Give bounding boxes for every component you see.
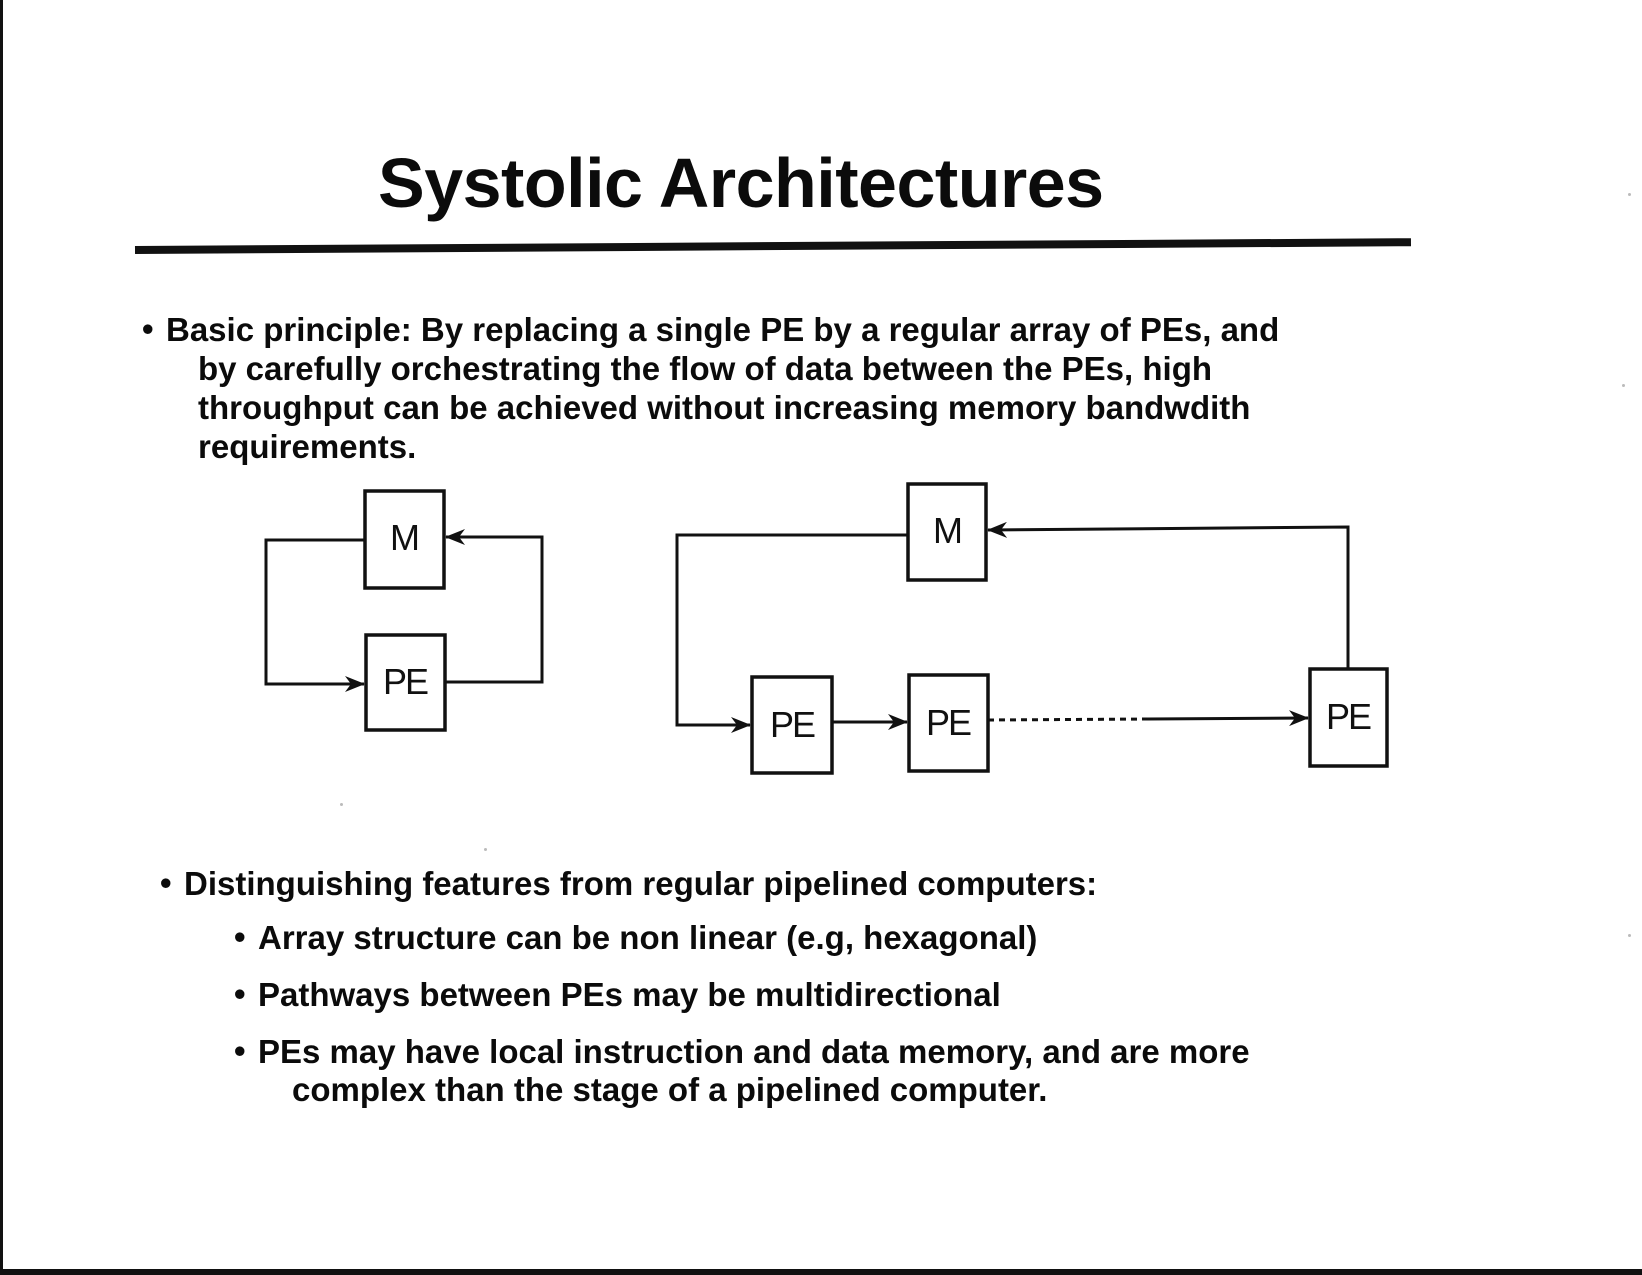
bullet-dot: •: [234, 1032, 246, 1069]
scan-speck: [1622, 384, 1625, 387]
pe-box-array-2: [907, 673, 990, 773]
slide-title: Systolic Architectures: [378, 144, 1104, 222]
basic-principle-line-4: requirements.: [198, 428, 417, 465]
scan-speck: [1628, 193, 1631, 196]
pe-chain-solid-arrow: [1147, 710, 1309, 727]
pe-chain-dashed-segment: [987, 717, 1149, 722]
memory-box-right: [906, 482, 988, 582]
memory-to-first-pe-connector: [675, 533, 908, 733]
feature-item-3-continuation: complex than the stage of a pipelined co…: [292, 1071, 1048, 1108]
pe-array-diagram: M PE PE PE: [675, 482, 1389, 775]
features-heading: Distinguishing features from regular pip…: [184, 865, 1098, 902]
memory-box-left: [363, 489, 446, 590]
basic-principle-line-3: throughput can be achieved without incre…: [198, 389, 1251, 426]
memory-label-left: M: [390, 517, 418, 558]
basic-principle-line-2: by carefully orchestrating the flow of d…: [198, 350, 1213, 387]
pe-label-left: PE: [383, 661, 428, 702]
bullet-dot: •: [160, 864, 172, 901]
pe-box-left: [364, 633, 447, 732]
scan-bottom-edge: [0, 1269, 1642, 1275]
scan-speck: [340, 803, 343, 806]
feature-item-2: Pathways between PEs may be multidirecti…: [258, 976, 1001, 1013]
scan-speck: [1628, 934, 1631, 937]
scan-speck: [484, 848, 487, 851]
pe-box-array-1: [750, 675, 834, 775]
scan-left-edge: [0, 0, 3, 1275]
bullet-dot: •: [234, 975, 246, 1012]
last-pe-to-memory-connector: [987, 521, 1350, 669]
pe-label-array-n: PE: [1326, 696, 1371, 737]
memory-to-pe-connector: [264, 538, 365, 692]
single-pe-diagram: M PE: [264, 489, 544, 732]
pe-label-array-1: PE: [770, 704, 815, 745]
bullet-dot: •: [234, 918, 246, 955]
feature-item-3: PEs may have local instruction and data …: [258, 1033, 1250, 1070]
pe-label-array-2: PE: [926, 702, 971, 743]
basic-principle-line-1: Basic principle: By replacing a single P…: [166, 311, 1280, 348]
bullet-dot: •: [142, 310, 154, 347]
feature-item-1: Array structure can be non linear (e.g, …: [258, 919, 1038, 956]
pe-box-array-n: [1308, 667, 1389, 768]
memory-label-right: M: [933, 510, 961, 551]
pe-to-memory-connector: [445, 529, 544, 684]
